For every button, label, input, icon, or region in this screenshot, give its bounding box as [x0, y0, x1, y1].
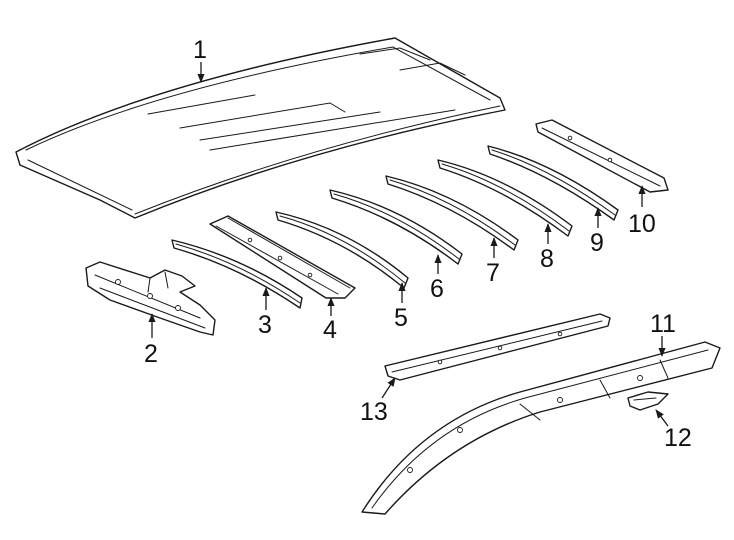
roof-bow-9	[487, 145, 619, 221]
roof-bow-6	[329, 189, 463, 265]
callout-3: 3	[258, 311, 272, 339]
callout-8: 8	[540, 245, 554, 273]
callout-12: 12	[664, 424, 692, 452]
callout-1: 1	[193, 36, 207, 64]
callout-6: 6	[430, 275, 444, 303]
leader-13	[381, 377, 396, 399]
callout-9: 9	[590, 229, 604, 257]
callout-11: 11	[650, 310, 676, 338]
front-roof-header	[85, 261, 216, 336]
roof-bow-8	[437, 159, 573, 237]
side-rail-13	[384, 313, 611, 381]
callout-2: 2	[144, 340, 158, 368]
callout-7: 7	[486, 259, 500, 287]
callout-13: 13	[360, 398, 388, 426]
roof-panel	[15, 37, 506, 219]
roof-bow-3	[171, 239, 303, 309]
roof-reinforcement-4	[209, 215, 356, 299]
bracket-12	[627, 391, 669, 411]
rear-roof-header	[535, 119, 669, 193]
side-rail-11	[361, 341, 721, 515]
callout-5: 5	[394, 304, 408, 332]
callout-4: 4	[323, 316, 337, 344]
callout-10: 10	[628, 210, 656, 238]
roof-bow-7	[385, 175, 519, 251]
leader-12	[655, 409, 669, 427]
